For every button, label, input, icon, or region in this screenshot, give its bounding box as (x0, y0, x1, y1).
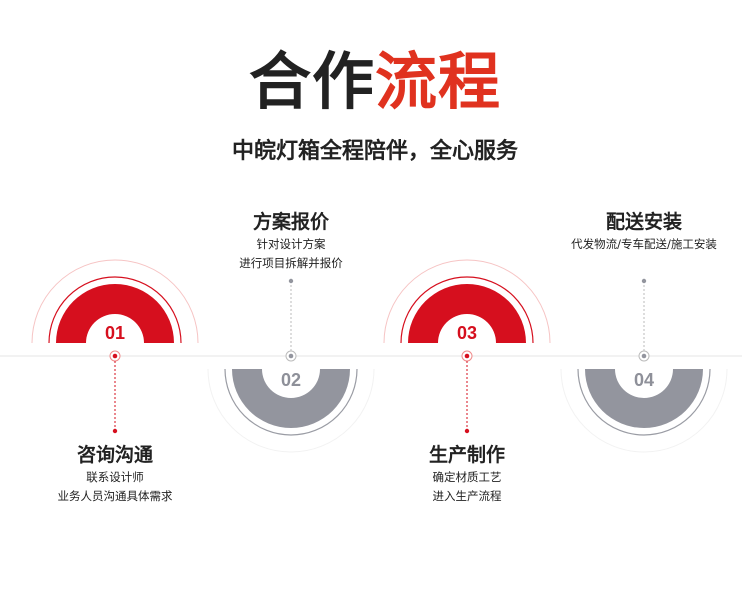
step-4-connector (638, 278, 650, 362)
title-main: 合作 (248, 45, 375, 118)
step-description: 联系设计师 (86, 470, 144, 484)
step-3-label: 生产制作 确定材质工艺 进入生产流程 (367, 442, 567, 506)
title-accent: 流程 (375, 45, 502, 118)
step-1-connector (109, 350, 121, 434)
step-title: 生产制作 (428, 444, 505, 466)
step-2-label: 方案报价 针对设计方案 进行项目拆解并报价 (191, 209, 391, 273)
step-4-arc: 04 (560, 368, 728, 453)
step-number: 04 (634, 370, 654, 390)
step-description: 代发物流/专车配送/施工安装 (571, 237, 717, 251)
step-3-arc: 03 (383, 259, 551, 344)
step-number: 03 (457, 323, 477, 343)
step-description: 针对设计方案 (256, 237, 326, 251)
step-2-arc: 02 (207, 368, 375, 453)
step-description: 进行项目拆解并报价 (239, 256, 343, 270)
step-number: 01 (105, 323, 125, 343)
step-3-connector (461, 350, 473, 434)
page-subtitle: 中皖灯箱全程陪伴，全心服务 (231, 139, 518, 164)
step-1-arc: 01 (31, 259, 199, 344)
step-number: 02 (281, 370, 301, 390)
step-title: 咨询沟通 (76, 444, 153, 466)
step-description: 确定材质工艺 (432, 470, 502, 484)
step-4-label: 配送安装 代发物流/专车配送/施工安装 (544, 209, 744, 254)
step-2-connector (285, 278, 297, 362)
step-description: 进入生产流程 (432, 489, 502, 503)
step-title: 配送安装 (605, 211, 682, 233)
page-title: 合作流程 (0, 44, 750, 120)
step-1-label: 咨询沟通 联系设计师 业务人员沟通具体需求 (15, 442, 215, 506)
step-description: 业务人员沟通具体需求 (57, 489, 173, 503)
step-title: 方案报价 (252, 211, 329, 233)
